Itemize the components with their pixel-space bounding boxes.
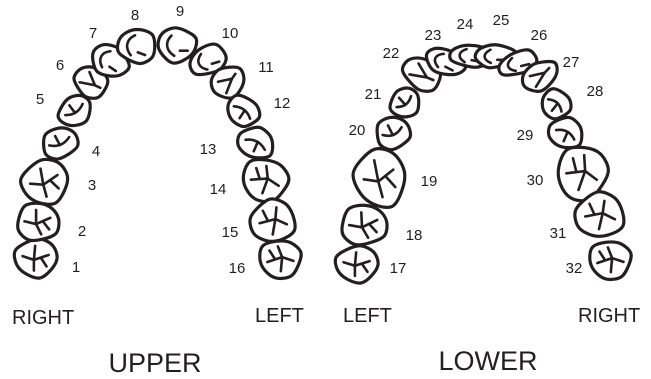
tooth-groove (275, 207, 276, 219)
lower-arch-title: LOWER (438, 346, 537, 376)
tooth-groove (180, 49, 188, 52)
upper-tooth-number-label: 2 (78, 223, 86, 240)
lower-tooth-number-label: 24 (457, 16, 474, 33)
tooth-groove (35, 210, 37, 224)
lower-tooth-number-label: 31 (550, 225, 567, 242)
lower-tooth-number-label: 18 (406, 227, 423, 244)
upper-tooth-4 (38, 122, 83, 164)
lower-tooth-number-label: 21 (365, 86, 382, 103)
upper-tooth-number-label: 14 (210, 181, 227, 198)
tooth-outline (339, 202, 390, 247)
lower-left-side-label: LEFT (343, 305, 392, 327)
upper-tooth-16 (260, 241, 301, 279)
lower-right-side-label: RIGHT (578, 305, 640, 327)
upper-tooth-2 (16, 201, 61, 242)
upper-tooth-number-label: 3 (88, 177, 96, 194)
upper-tooth-number-label: 4 (92, 143, 100, 160)
upper-tooth-number-label: 11 (258, 59, 274, 76)
upper-tooth-3 (16, 155, 73, 211)
lower-tooth-number-label: 25 (493, 12, 510, 29)
upper-arch: 12345678910111213141516 (14, 3, 301, 278)
lower-tooth-number-label: 20 (349, 122, 366, 139)
tooth-outline (16, 201, 61, 242)
lower-tooth-number-label: 30 (527, 172, 544, 189)
upper-tooth-number-label: 16 (229, 260, 246, 277)
lower-tooth-number-label: 23 (425, 27, 442, 44)
lower-tooth-17 (335, 246, 378, 283)
upper-tooth-number-label: 1 (72, 259, 80, 276)
upper-tooth-number-label: 10 (222, 25, 239, 42)
tooth-outline (590, 242, 631, 280)
lower-tooth-number-label: 32 (566, 260, 583, 277)
tooth-groove (603, 201, 605, 213)
tooth-groove (34, 246, 35, 260)
lower-tooth-number-label: 17 (390, 260, 407, 277)
upper-left-side-label: LEFT (255, 305, 304, 327)
upper-right-side-label: RIGHT (12, 307, 74, 329)
tooth-outline (260, 241, 301, 279)
lower-tooth-number-label: 19 (421, 173, 438, 190)
tooth-groove (611, 258, 612, 272)
upper-tooth-number-label: 9 (176, 3, 184, 20)
upper-tooth-number-label: 6 (56, 57, 64, 74)
upper-tooth-number-label: 7 (89, 25, 97, 42)
lower-tooth-number-label: 22 (383, 45, 400, 62)
upper-arch-title: UPPER (108, 348, 201, 378)
upper-tooth-number-label: 8 (131, 7, 139, 24)
lower-tooth-19 (348, 143, 413, 214)
upper-tooth-14 (238, 155, 293, 207)
upper-tooth-number-label: 15 (222, 224, 239, 241)
lower-tooth-32 (590, 242, 631, 280)
upper-tooth-number-label: 12 (274, 95, 291, 112)
lower-arch: 17 18 19 20 21 22 23 24 25 26 27 28 29 30 31 32 (335, 12, 631, 283)
lower-tooth-18 (339, 202, 390, 247)
lower-tooth-number-label: 26 (531, 27, 548, 44)
tooth-groove (281, 257, 282, 271)
upper-tooth-number-label: 5 (36, 91, 44, 108)
upper-tooth-15 (248, 197, 297, 243)
tooth-outline (238, 155, 293, 207)
upper-tooth-1 (14, 239, 57, 278)
lower-tooth-number-label: 28 (587, 83, 604, 100)
upper-tooth-number-label: 13 (200, 141, 217, 158)
lower-tooth-number-label: 29 (517, 127, 534, 144)
lower-tooth-number-label: 27 (563, 54, 580, 71)
tooth-groove (355, 252, 356, 265)
